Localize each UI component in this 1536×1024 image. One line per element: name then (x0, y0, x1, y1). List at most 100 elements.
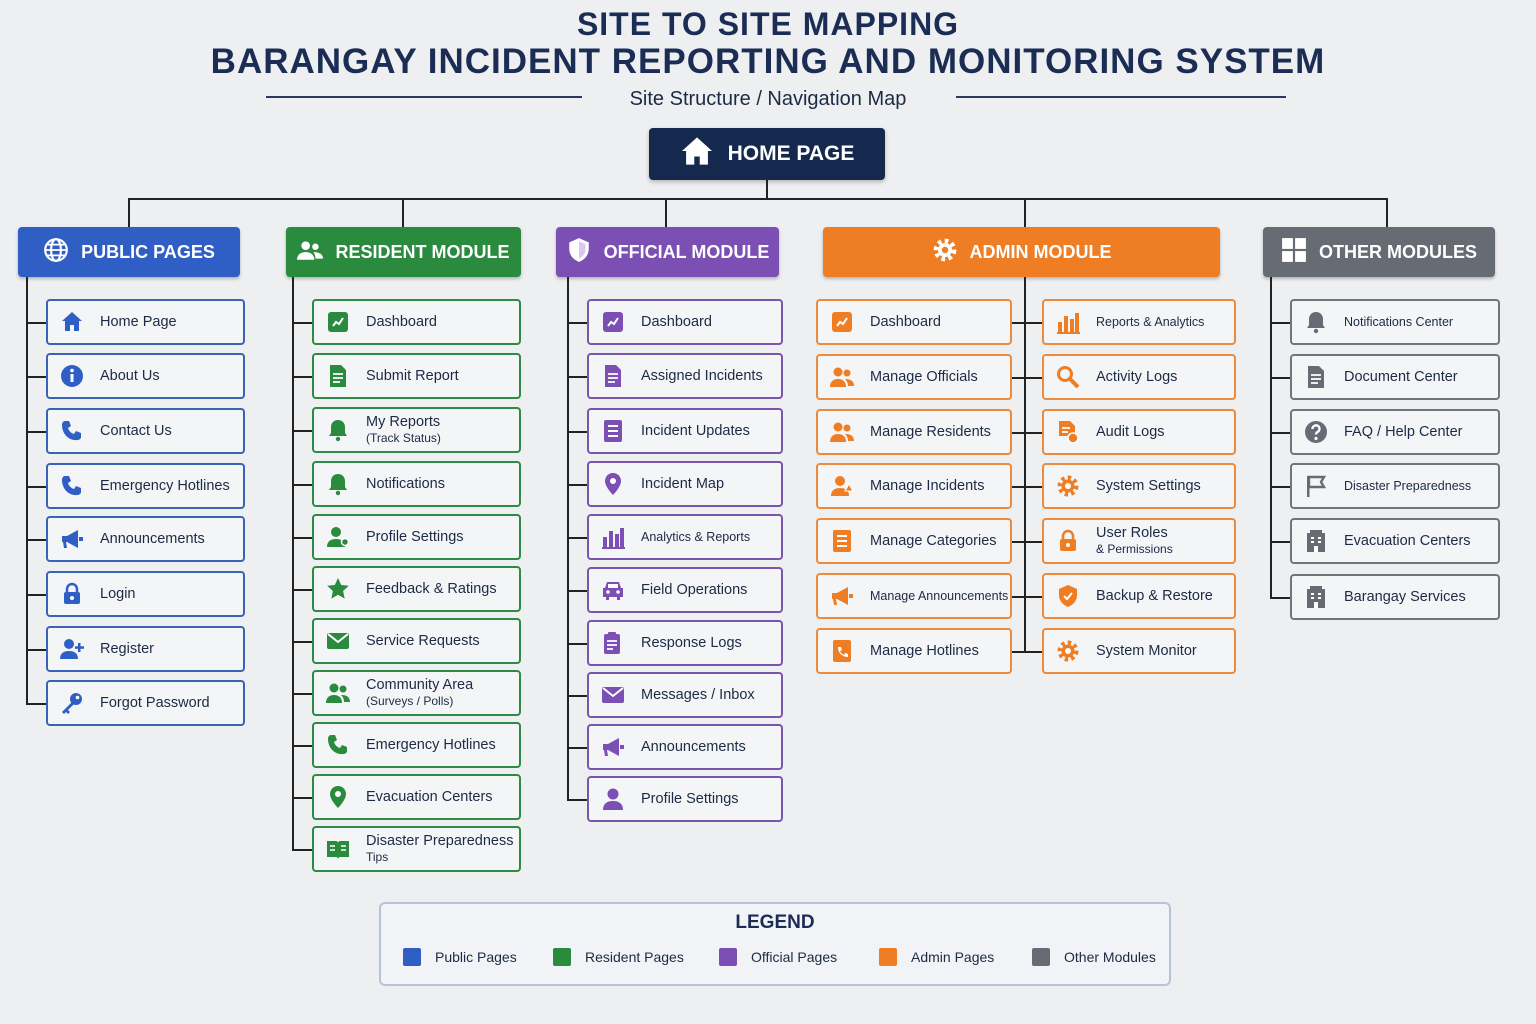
admin-r-connector-left (1012, 377, 1024, 379)
public-connector (26, 322, 46, 324)
info-icon (60, 364, 84, 388)
other-node-document-center[interactable]: Document Center (1290, 354, 1500, 400)
other-modules-header[interactable]: OTHER MODULES (1263, 227, 1495, 277)
envelope-icon (601, 683, 625, 707)
official-connector (567, 537, 587, 539)
official-node-messages-inbox[interactable]: Messages / Inbox (587, 672, 783, 718)
public-node-login[interactable]: Login (46, 571, 245, 617)
resident-node-my-reports[interactable]: My Reports(Track Status) (312, 407, 521, 453)
admin-l-node-manage-announcements[interactable]: Manage Announcements (816, 573, 1012, 619)
node-sublabel: (Track Status) (366, 431, 441, 445)
official-node-analytics-reports[interactable]: Analytics & Reports (587, 514, 783, 560)
other-node-disaster-preparedness[interactable]: Disaster Preparedness (1290, 463, 1500, 509)
phone-icon (60, 474, 84, 498)
other-node-barangay-services[interactable]: Barangay Services (1290, 574, 1500, 620)
node-label: User Roles (1096, 525, 1168, 541)
public-node-register[interactable]: Register (46, 626, 245, 672)
resident-connector (292, 641, 312, 643)
node-label: Evacuation Centers (1344, 533, 1471, 549)
node-label: Manage Hotlines (870, 643, 979, 659)
legend-label-admin: Admin Pages (911, 949, 995, 965)
admin-r-connector (1024, 377, 1042, 379)
node-label: Disaster Preparedness (366, 833, 514, 849)
official-node-incident-updates[interactable]: Incident Updates (587, 408, 783, 454)
resident-node-emergency-hotlines[interactable]: Emergency Hotlines (312, 722, 521, 768)
book-icon (326, 837, 350, 861)
official-node-response-logs[interactable]: Response Logs (587, 620, 783, 666)
node-label: Register (100, 641, 154, 657)
node-label: Notifications (366, 476, 445, 492)
grid-icon (1281, 237, 1307, 268)
official-module-header[interactable]: OFFICIAL MODULE (556, 227, 779, 277)
resident-node-feedback-ratings[interactable]: Feedback & Ratings (312, 566, 521, 612)
public-node-contact-us[interactable]: Contact Us (46, 408, 245, 454)
resident-node-notifications[interactable]: Notifications (312, 461, 521, 507)
branch-drop-official (665, 198, 667, 228)
admin-module-header[interactable]: ADMIN MODULE (823, 227, 1220, 277)
resident-node-profile-settings[interactable]: Profile Settings (312, 514, 521, 560)
branch-drop-other (1386, 198, 1388, 228)
official-node-assigned-incidents[interactable]: Assigned Incidents (587, 353, 783, 399)
admin-r-node-backup-restore[interactable]: Backup & Restore (1042, 573, 1236, 619)
official-connector (567, 643, 587, 645)
node-sublabel: Tips (366, 850, 389, 864)
branch-drop-public (128, 198, 130, 228)
other-node-faq-help-center[interactable]: FAQ / Help Center (1290, 409, 1500, 455)
public-node-about-us[interactable]: About Us (46, 353, 245, 399)
official-node-profile-settings[interactable]: Profile Settings (587, 776, 783, 822)
resident-connector (292, 537, 312, 539)
resident-node-evacuation-centers[interactable]: Evacuation Centers (312, 774, 521, 820)
official-node-field-operations[interactable]: Field Operations (587, 567, 783, 613)
public-node-home-page[interactable]: Home Page (46, 299, 245, 345)
node-label: Profile Settings (641, 791, 739, 807)
official-node-announcements[interactable]: Announcements (587, 724, 783, 770)
admin-l-node-manage-hotlines[interactable]: Manage Hotlines (816, 628, 1012, 674)
admin-r-node-user-roles[interactable]: User Roles& Permissions (1042, 518, 1236, 564)
admin-l-node-dashboard[interactable]: Dashboard (816, 299, 1012, 345)
admin-r-node-system-monitor[interactable]: System Monitor (1042, 628, 1236, 674)
admin-r-node-reports-analytics[interactable]: Reports & Analytics (1042, 299, 1236, 345)
node-label: Barangay Services (1344, 589, 1466, 605)
node-label: Backup & Restore (1096, 588, 1213, 604)
node-label: System Monitor (1096, 643, 1197, 659)
home-page-node[interactable]: HOME PAGE (649, 128, 885, 180)
admin-l-node-manage-residents[interactable]: Manage Residents (816, 409, 1012, 455)
admin-r-connector-left (1012, 322, 1024, 324)
official-node-dashboard[interactable]: Dashboard (587, 299, 783, 345)
resident-node-submit-report[interactable]: Submit Report (312, 353, 521, 399)
legend-swatch-other (1032, 948, 1050, 966)
admin-r-node-system-settings[interactable]: System Settings (1042, 463, 1236, 509)
admin-module-title: ADMIN MODULE (969, 241, 1112, 262)
resident-module-header[interactable]: RESIDENT MODULE (286, 227, 521, 277)
admin-r-connector (1024, 651, 1042, 653)
official-node-incident-map[interactable]: Incident Map (587, 461, 783, 507)
legend-swatch-official (719, 948, 737, 966)
node-label: Manage Residents (870, 424, 991, 440)
legend-swatch-public (403, 948, 421, 966)
dashboard-icon (830, 310, 854, 334)
public-node-forgot-password[interactable]: Forgot Password (46, 680, 245, 726)
public-pages-header[interactable]: PUBLIC PAGES (18, 227, 240, 277)
admin-l-node-manage-categories[interactable]: Manage Categories (816, 518, 1012, 564)
public-node-emergency-hotlines[interactable]: Emergency Hotlines (46, 463, 245, 509)
admin-l-node-manage-officials[interactable]: Manage Officials (816, 354, 1012, 400)
admin-r-node-activity-logs[interactable]: Activity Logs (1042, 354, 1236, 400)
admin-l-node-manage-incidents[interactable]: Manage Incidents (816, 463, 1012, 509)
resident-node-dashboard[interactable]: Dashboard (312, 299, 521, 345)
other-node-notifications-center[interactable]: Notifications Center (1290, 299, 1500, 345)
branch-line (128, 198, 1388, 200)
other-node-evacuation-centers[interactable]: Evacuation Centers (1290, 518, 1500, 564)
node-label: Announcements (100, 531, 205, 547)
bell-icon (326, 472, 350, 496)
node-label: Assigned Incidents (641, 368, 763, 384)
public-connector (26, 594, 46, 596)
resident-node-community-area[interactable]: Community Area(Surveys / Polls) (312, 670, 521, 716)
resident-node-service-requests[interactable]: Service Requests (312, 618, 521, 664)
node-label: Emergency Hotlines (100, 478, 230, 494)
resident-connector (292, 484, 312, 486)
other-modules-title: OTHER MODULES (1318, 241, 1477, 262)
admin-r-node-audit-logs[interactable]: Audit Logs (1042, 409, 1236, 455)
public-node-announcements[interactable]: Announcements (46, 516, 245, 562)
users-icon (830, 365, 854, 389)
